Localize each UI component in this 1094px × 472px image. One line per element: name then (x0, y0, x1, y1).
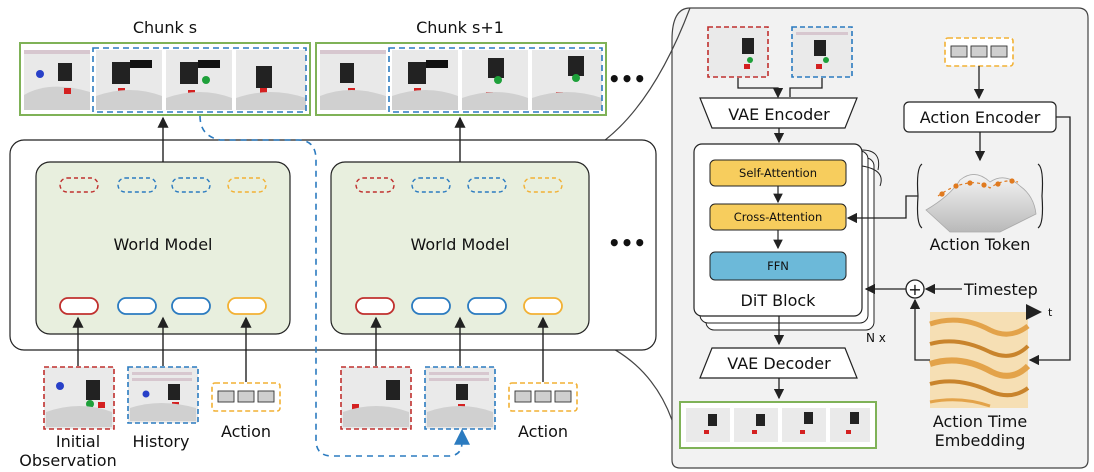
world-model-label: World Model (411, 235, 510, 254)
action-time-label-1: Action Time (933, 412, 1027, 431)
token-dashed-blue (411, 177, 451, 193)
token-dashed-yellow (227, 177, 267, 193)
frame-thumbnail (392, 50, 458, 110)
token-dashed-red (355, 177, 395, 193)
chunk-s1-frames (315, 42, 607, 116)
world-model-block-1: World Model (35, 161, 291, 335)
vae-encoder: VAE Encoder (699, 97, 858, 129)
action-token-label: Action Token (930, 235, 1031, 254)
ellipsis-top: ••• (608, 67, 646, 91)
action-input-2 (508, 382, 578, 412)
vae-input-arrow (737, 78, 784, 99)
vae-input-arrow (789, 78, 823, 97)
action-label-1: Action (221, 422, 271, 441)
vae-input-observation (707, 26, 769, 78)
chunk-s-frames (19, 42, 311, 116)
token-dashed-yellow (523, 177, 563, 193)
frame-thumbnail (236, 50, 306, 110)
ffn-label: FFN (767, 259, 789, 273)
frame-thumbnail (320, 50, 386, 110)
initial-observation-image (43, 366, 115, 430)
token-yellow (227, 297, 267, 315)
vae-input-history (791, 26, 853, 78)
history-image (127, 366, 199, 424)
ffn-box (709, 251, 847, 281)
vae-decoder-label: VAE Decoder (727, 354, 831, 373)
skip-loop-1 (861, 149, 880, 171)
world-model-label: World Model (114, 235, 213, 254)
dit-block-label: DiT Block (741, 291, 817, 310)
history-selection-box (388, 47, 603, 113)
decoded-frames (679, 401, 877, 449)
chunk-s-label: Chunk s (133, 18, 197, 37)
frame-thumbnail (462, 50, 528, 110)
time-axis-label: t (1048, 306, 1053, 319)
token-blue (411, 297, 451, 315)
history-selection-box (92, 47, 307, 113)
observation-image-2 (340, 366, 412, 430)
add-node-symbol: + (908, 280, 921, 299)
history-image-2 (424, 366, 496, 430)
history-label: History (133, 432, 190, 451)
dit-block: Self-Attention Cross-Attention FFN DiT B… (693, 143, 875, 331)
token-blue (467, 297, 507, 315)
token-red (59, 297, 99, 315)
skip-loop-2 (861, 165, 882, 187)
token-dashed-blue (117, 177, 157, 193)
action-label-2: Action (518, 422, 568, 441)
encoder-to-embedding-arrow (1028, 116, 1071, 366)
action-time-embedding-heatmap (929, 312, 1031, 408)
initial-observation-label-1: Initial (56, 432, 100, 451)
self-attention-label: Self-Attention (739, 166, 817, 180)
token-red (355, 297, 395, 315)
history-feedback-path (199, 115, 470, 457)
world-model-block-2: World Model (330, 161, 590, 335)
embedding-to-add-arrow (909, 298, 930, 361)
frame-thumbnail (96, 50, 162, 110)
action-encoder: Action Encoder (903, 101, 1057, 133)
token-yellow (523, 297, 563, 315)
token-to-cross-attention-arrow (846, 195, 918, 224)
cross-attention-label: Cross-Attention (734, 210, 823, 224)
initial-observation-label-2: Observation (19, 451, 116, 470)
frame-thumbnail (532, 50, 602, 110)
token-dashed-blue (467, 177, 507, 193)
token-blue (117, 297, 157, 315)
token-dashed-blue (171, 177, 211, 193)
action-time-label-2: Embedding (935, 431, 1026, 450)
token-dashed-red (59, 177, 99, 193)
token-blue (171, 297, 211, 315)
ellipsis-middle: ••• (608, 231, 646, 255)
chunk-s1-label: Chunk s+1 (416, 18, 504, 37)
frame-thumbnail (166, 50, 232, 110)
n-times-label: N x (866, 331, 886, 345)
vae-decoder: VAE Decoder (699, 347, 858, 379)
timestep-label: Timestep (963, 280, 1038, 299)
frame-thumbnail (24, 50, 90, 110)
action-token-surface (916, 163, 1044, 233)
action-encoder-label: Action Encoder (920, 108, 1041, 127)
action-encoder-input (944, 37, 1014, 67)
action-input-1 (211, 382, 281, 412)
vae-encoder-label: VAE Encoder (728, 105, 830, 124)
